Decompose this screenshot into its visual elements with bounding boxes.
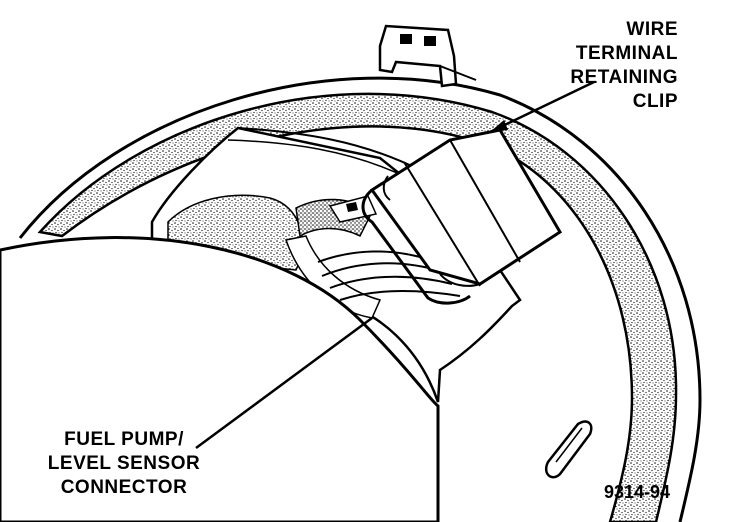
connector-label-line-1: FUEL PUMP/	[64, 429, 184, 450]
clip-label-line-4: CLIP	[632, 91, 678, 112]
clip-leader-line	[489, 80, 595, 134]
top-connector	[378, 24, 477, 88]
clip-label-line-3: RETAINING	[570, 67, 678, 88]
wire-terminal-retaining-clip	[361, 128, 563, 305]
clip-label-line-1: WIRE	[626, 19, 678, 40]
connector-label-line-2: LEVEL SENSOR	[47, 453, 201, 474]
fuel-pump-level-sensor-connector-label: FUEL PUMP/ LEVEL SENSOR CONNECTOR	[26, 428, 222, 500]
reservoir-wall	[0, 236, 440, 522]
clip-label-line-2: TERMINAL	[575, 43, 678, 64]
wire-terminal-retaining-clip-label: WIRE TERMINAL RETAINING CLIP	[538, 18, 678, 114]
clip-leader-arrowhead	[490, 120, 508, 132]
figure-number: 9314-94	[604, 482, 671, 502]
connector-leader-line	[195, 316, 373, 450]
inner-lip	[61, 125, 501, 237]
rim-slot	[544, 420, 593, 479]
connector-label-line-3: CONNECTOR	[60, 477, 188, 498]
